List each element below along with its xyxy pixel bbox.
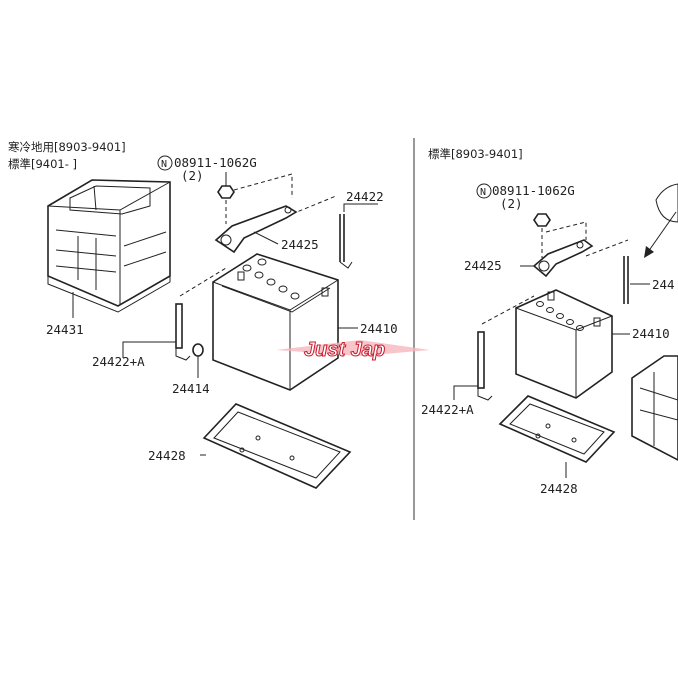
right-base-plate-drawing — [498, 395, 616, 478]
left-header-line2: 標準[9401- ] — [8, 157, 77, 171]
right-bolt-label: 08911-1062G — [492, 183, 575, 198]
base-plate-drawing — [200, 403, 352, 489]
right-bolt-qty: (2) — [500, 196, 523, 211]
left-label-battery: 24410 — [360, 321, 398, 336]
left-bolt-qty: (2) — [181, 168, 204, 183]
left-panel: 寒冷地用[8903-9401] 標準[9401- ] N 08911-1062G… — [8, 140, 398, 489]
battery-frame-drawing — [214, 205, 298, 254]
left-label-nut: 24414 — [172, 381, 210, 396]
left-label-base: 24428 — [148, 448, 186, 463]
right-bolt-nut-icon — [533, 213, 551, 227]
battery-tray-drawing — [47, 179, 171, 318]
left-bolt-nut-icon — [217, 172, 235, 199]
right-arrow-pointer — [644, 183, 678, 258]
hook-rod-drawing — [122, 267, 227, 361]
right-bar-drawing — [623, 256, 650, 304]
left-bolt-label: 08911-1062G — [174, 155, 257, 170]
right-rod-drawing — [453, 295, 535, 401]
battery-drawing-right — [515, 289, 630, 399]
right-label-bar: 244 — [652, 277, 675, 292]
right-label-frame: 24425 — [464, 258, 502, 273]
battery-drawing-left — [212, 253, 358, 391]
wing-nut-drawing — [192, 343, 204, 378]
hook-bar-drawing — [339, 203, 378, 269]
left-label-rod: 24422+A — [92, 354, 145, 369]
left-label-bar: 24422 — [346, 189, 384, 204]
left-header-line1: 寒冷地用[8903-9401] — [8, 140, 126, 154]
left-label-tray: 24431 — [46, 322, 84, 337]
right-frame-drawing — [532, 239, 594, 278]
right-label-rod: 24422+A — [421, 402, 474, 417]
right-bolt-callout: N 08911-1062G (2) — [476, 183, 575, 211]
left-bolt-callout: N 08911-1062G (2) — [157, 155, 257, 183]
right-tray-partial — [631, 355, 678, 461]
right-panel: 標準[8903-9401] N 08911-1062G (2) 24425 2 — [421, 147, 678, 496]
left-n-symbol: N — [161, 159, 167, 170]
left-label-frame: 24425 — [281, 237, 319, 252]
watermark-text: Just Jap — [304, 339, 385, 361]
right-header: 標準[8903-9401] — [428, 147, 523, 161]
right-n-symbol: N — [480, 187, 486, 198]
right-label-battery: 24410 — [632, 326, 670, 341]
watermark-logo: Just Jap — [276, 339, 430, 362]
right-label-base: 24428 — [540, 481, 578, 496]
